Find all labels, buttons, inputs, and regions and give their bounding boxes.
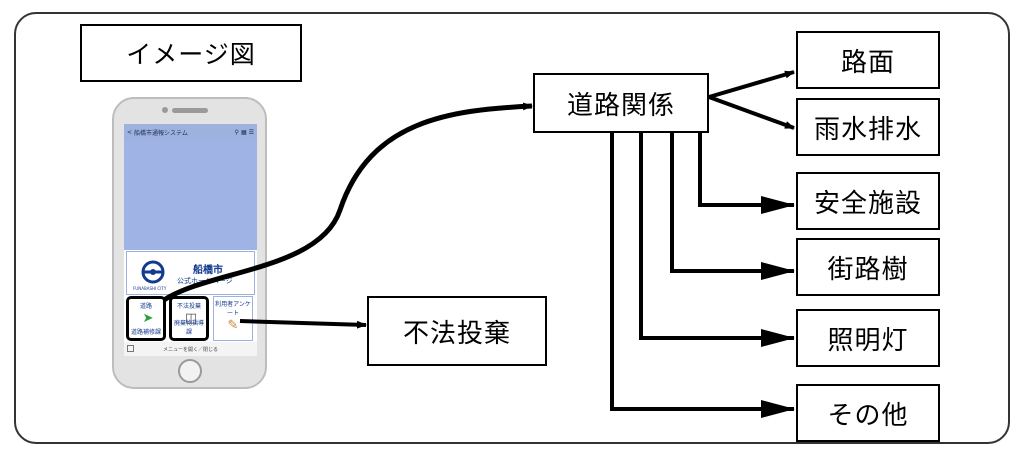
tile-sublabel: 廃棄物指導課: [173, 320, 204, 336]
city-name-en: FUNABASHI CITY: [133, 286, 167, 291]
search-icon[interactable]: ⚲: [234, 128, 239, 136]
city-name: 船橋市: [193, 265, 223, 276]
trash-icon: ◫: [184, 311, 198, 326]
tile-label: 道路: [139, 303, 152, 310]
speaker-icon: [172, 108, 208, 113]
tile-road[interactable]: 道路 ➤ 道路補修課: [126, 296, 166, 341]
category-box-safety-facilities: 安全施設: [796, 172, 940, 230]
category-box-rain-drainage: 雨水排水: [796, 98, 940, 156]
back-arrow-icon[interactable]: <: [127, 128, 133, 136]
home-button[interactable]: [178, 359, 202, 383]
tile-survey[interactable]: 利用者アンケート ✎: [213, 296, 253, 341]
tile-illegal-dumping[interactable]: 不法投棄 ◫ 廃棄物指導課: [169, 296, 209, 341]
tile-label: 不法投棄: [176, 303, 201, 310]
camera-icon: [162, 107, 168, 113]
tile-label: 利用者アンケート: [215, 301, 251, 317]
menu-tiles: 道路 ➤ 道路補修課 不法投棄 ◫ 廃棄物指導課 利用者アンケート ✎: [126, 296, 255, 342]
grid-icon[interactable]: ▦: [240, 128, 247, 136]
category-box-street-lights: 照明灯: [796, 309, 940, 367]
map-area: [124, 140, 257, 250]
homepage-label: 公式ホームページ: [177, 277, 233, 285]
phone-screen: < 船橋市通報システム ⚲ ▦ ☰ FUNABASHI CITY 船橋市 公式ホ…: [124, 124, 257, 356]
funabashi-logo-icon: [141, 260, 165, 284]
app-title: 船橋市通報システム: [134, 129, 188, 137]
smartphone-mockup: < 船橋市通報システム ⚲ ▦ ☰ FUNABASHI CITY 船橋市 公式ホ…: [112, 97, 267, 389]
road-related-box: 道路関係: [533, 73, 709, 133]
pencil-icon: ✎: [227, 318, 239, 333]
category-box-road-surface: 路面: [796, 31, 940, 89]
road-icon: ➤: [142, 311, 154, 326]
city-banner[interactable]: FUNABASHI CITY 船橋市 公式ホームページ: [126, 251, 255, 295]
category-box-other: その他: [796, 384, 940, 442]
diagram-title: イメージ図: [80, 24, 302, 82]
menu-toggle-bar[interactable]: メニューを開く／閉じる: [124, 342, 257, 356]
app-header: < 船橋市通報システム ⚲ ▦ ☰: [124, 124, 257, 140]
checkbox-icon: [127, 345, 134, 352]
category-box-street-trees: 街路樹: [796, 238, 940, 296]
menu-toggle-label: メニューを開く／閉じる: [162, 346, 218, 353]
tile-sublabel: 道路補修課: [130, 329, 161, 336]
menu-icon[interactable]: ☰: [248, 128, 254, 136]
illegal-dumping-box: 不法投棄: [367, 296, 547, 366]
